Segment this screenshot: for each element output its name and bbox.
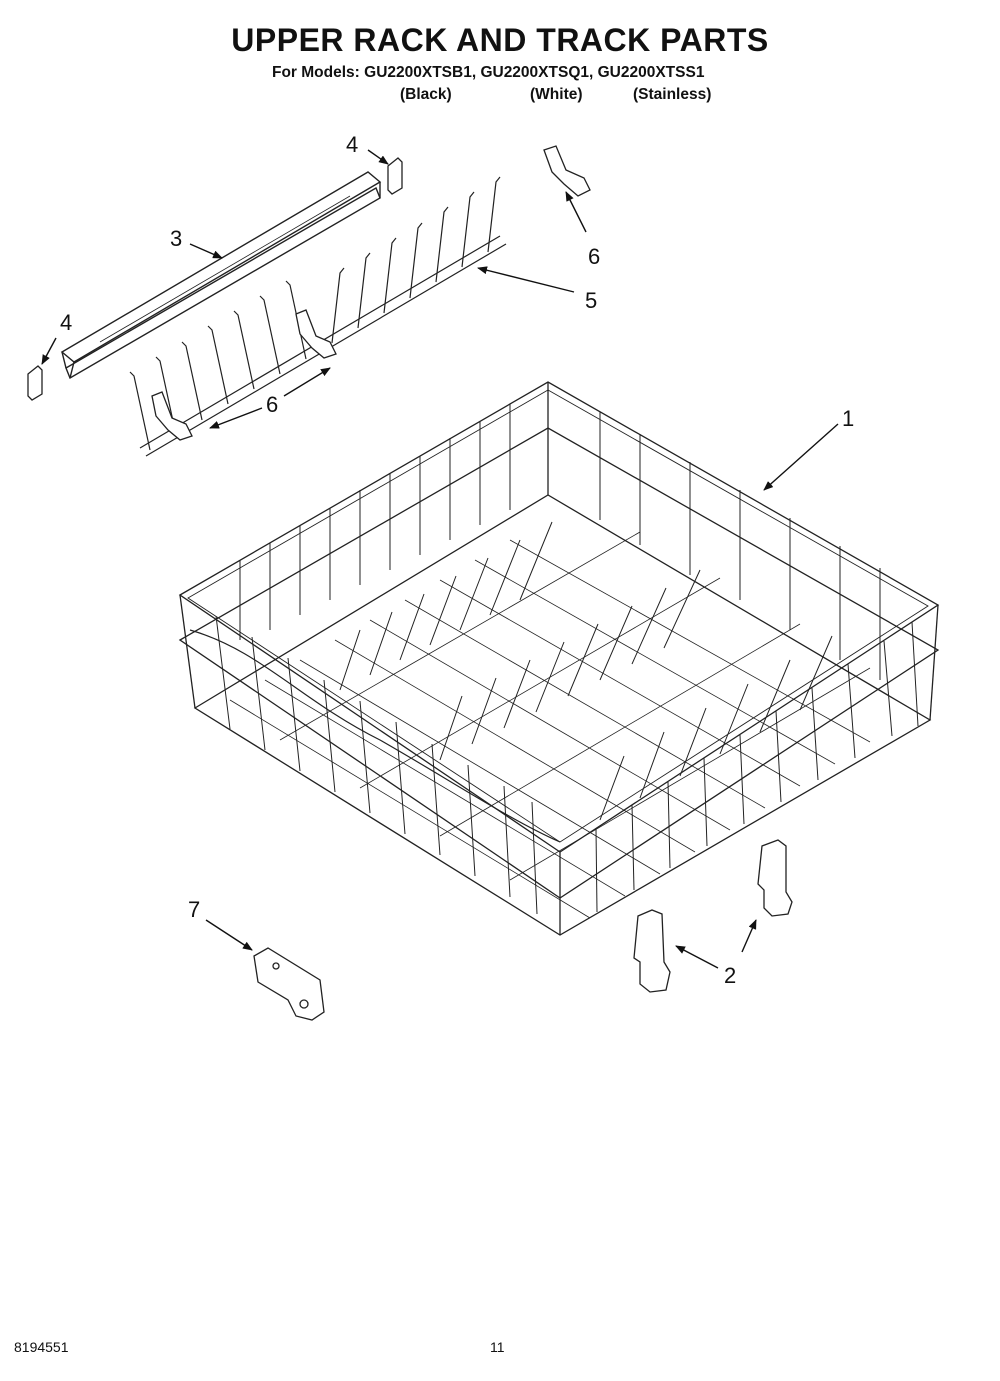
rack-adjuster-part: [633, 839, 793, 993]
callout-4-top: 4: [346, 132, 359, 157]
callout-6-left: 6: [266, 392, 279, 417]
callout-4-left: 4: [60, 310, 73, 335]
callout-6-top: 6: [588, 244, 601, 269]
variant-white: (White): [530, 86, 583, 103]
callout-leaders: [41, 149, 839, 969]
callout-2: 2: [724, 963, 737, 988]
rack-bracket-part: [253, 947, 325, 1021]
track-end-cap-part: [27, 157, 403, 401]
callout-5: 5: [585, 288, 598, 313]
document-number: 8194551: [14, 1339, 69, 1355]
callout-1: 1: [842, 406, 855, 431]
page-title: UPPER RACK AND TRACK PARTS: [231, 22, 769, 58]
callout-7: 7: [188, 897, 201, 922]
callout-3: 3: [170, 226, 183, 251]
tine-clip-part: [151, 145, 591, 441]
variant-black: (Black): [400, 86, 452, 103]
upper-rack-part: [178, 381, 940, 936]
models-line: For Models: GU2200XTSB1, GU2200XTSQ1, GU…: [272, 64, 705, 81]
variant-stainless: (Stainless): [633, 86, 712, 103]
page-number: 11: [490, 1339, 505, 1355]
track-rail-part: [60, 171, 382, 380]
